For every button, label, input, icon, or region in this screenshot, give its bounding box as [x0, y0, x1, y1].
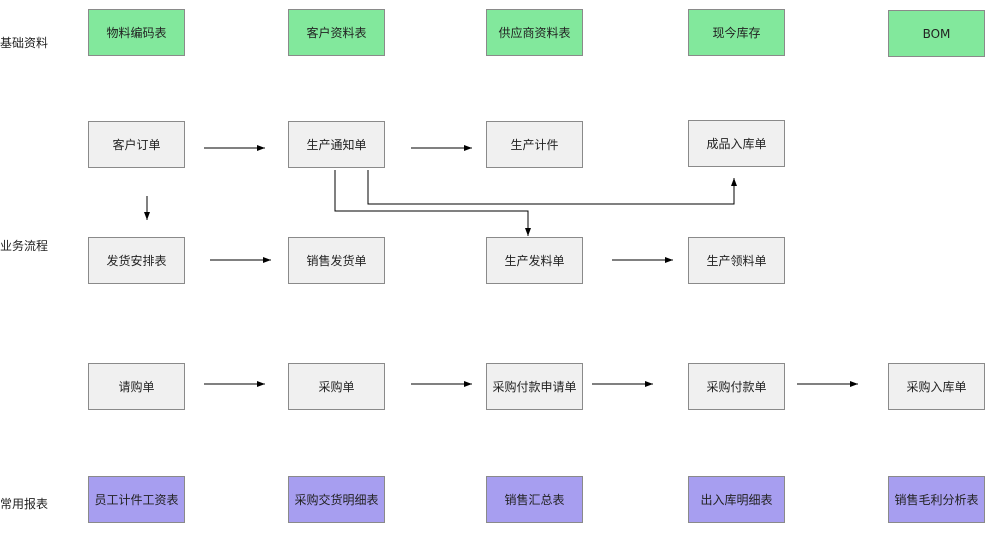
arrow-production-notice-to-material-issue	[334, 170, 531, 236]
node-customer-table[interactable]: 客户资料表	[288, 9, 385, 56]
node-current-inventory[interactable]: 现今库存	[688, 9, 785, 56]
node-supplier-table[interactable]: 供应商资料表	[486, 9, 583, 56]
section-label-basic-data: 基础资料	[0, 36, 49, 50]
node-production-notice[interactable]: 生产通知单	[288, 121, 385, 168]
node-material-code-table[interactable]: 物料编码表	[88, 9, 185, 56]
node-production-material-requisition[interactable]: 生产领料单	[688, 237, 785, 284]
node-shipping-schedule[interactable]: 发货安排表	[88, 237, 185, 284]
node-purchase-payment-request[interactable]: 采购付款申请单	[486, 363, 583, 410]
node-purchase-receipt[interactable]: 采购入库单	[888, 363, 985, 410]
node-bom[interactable]: BOM	[888, 10, 985, 57]
node-sales-gross-profit-report[interactable]: 销售毛利分析表	[888, 476, 985, 523]
arrow-production-notice-to-finished-goods	[367, 170, 737, 205]
node-purchase-order[interactable]: 采购单	[288, 363, 385, 410]
node-inventory-io-detail-report[interactable]: 出入库明细表	[688, 476, 785, 523]
node-purchase-request[interactable]: 请购单	[88, 363, 185, 410]
node-sales-delivery[interactable]: 销售发货单	[288, 237, 385, 284]
node-purchase-payment[interactable]: 采购付款单	[688, 363, 785, 410]
node-finished-goods-receipt[interactable]: 成品入库单	[688, 120, 785, 167]
node-production-material-issue[interactable]: 生产发料单	[486, 237, 583, 284]
node-sales-summary-report[interactable]: 销售汇总表	[486, 476, 583, 523]
node-production-piecework[interactable]: 生产计件	[486, 121, 583, 168]
node-customer-order[interactable]: 客户订单	[88, 121, 185, 168]
node-purchase-delivery-detail-report[interactable]: 采购交货明细表	[288, 476, 385, 523]
section-label-common-reports: 常用报表	[0, 497, 49, 511]
node-employee-piecework-wage-report[interactable]: 员工计件工资表	[88, 476, 185, 523]
section-label-business-flow: 业务流程	[0, 239, 49, 253]
